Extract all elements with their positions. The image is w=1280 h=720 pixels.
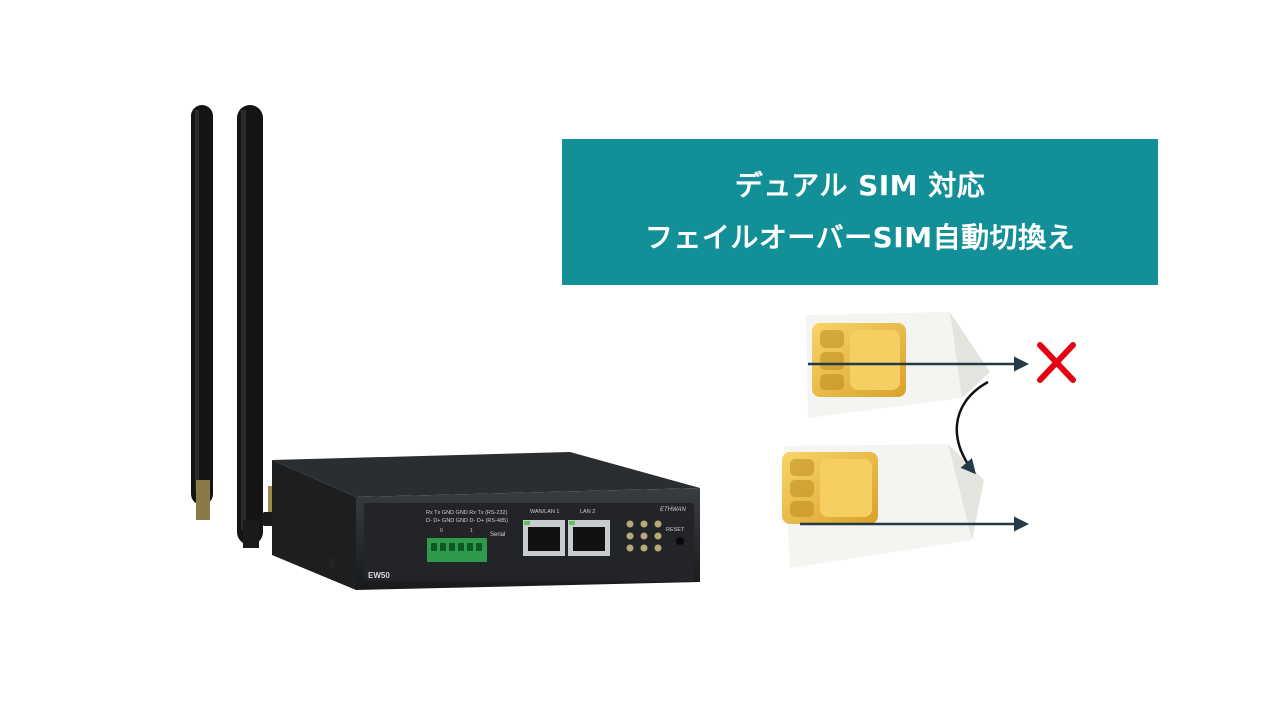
banner-line-1: デュアル SIM 対応 (734, 169, 986, 202)
sim-chip-bottom (782, 452, 878, 524)
port-wan (523, 520, 565, 556)
router-device: EW50 Rx Tx GND GND Rx Tx (RS-232) D- D+ … (191, 105, 700, 590)
port-wan-label: WAN/LAN 1 (530, 509, 559, 515)
sim-chip-top (812, 323, 906, 397)
serial-row-2: D- D+ GND GND D- D+ (RS-485) (426, 518, 508, 524)
port-lan-label: LAN 2 (580, 509, 595, 515)
reset-label: RESET (666, 527, 685, 533)
curved-arrow-icon (955, 380, 989, 475)
model-label: EW50 (368, 571, 390, 580)
antenna-left (191, 105, 213, 520)
serial-terminal-block (427, 538, 487, 562)
serial-label: Serial (490, 532, 505, 538)
reset-button (676, 537, 684, 545)
port-lan (568, 520, 610, 556)
serial-num-0: 0 (440, 528, 443, 534)
side-label: SIM (328, 558, 334, 567)
antenna-right (237, 105, 263, 548)
sim-card-bottom (782, 444, 984, 568)
serial-num-1: 1 (470, 528, 473, 534)
serial-row-1: Rx Tx GND GND Rx Tx (RS-232) (426, 510, 508, 516)
brand-logo: ETHWAN (660, 507, 687, 513)
status-leds (626, 520, 662, 552)
feature-banner: デュアル SIM 対応 フェイルオーバーSIM自動切換え (562, 139, 1158, 285)
banner-line-2: フェイルオーバーSIM自動切換え (644, 221, 1076, 254)
fail-x-icon (1037, 342, 1076, 383)
